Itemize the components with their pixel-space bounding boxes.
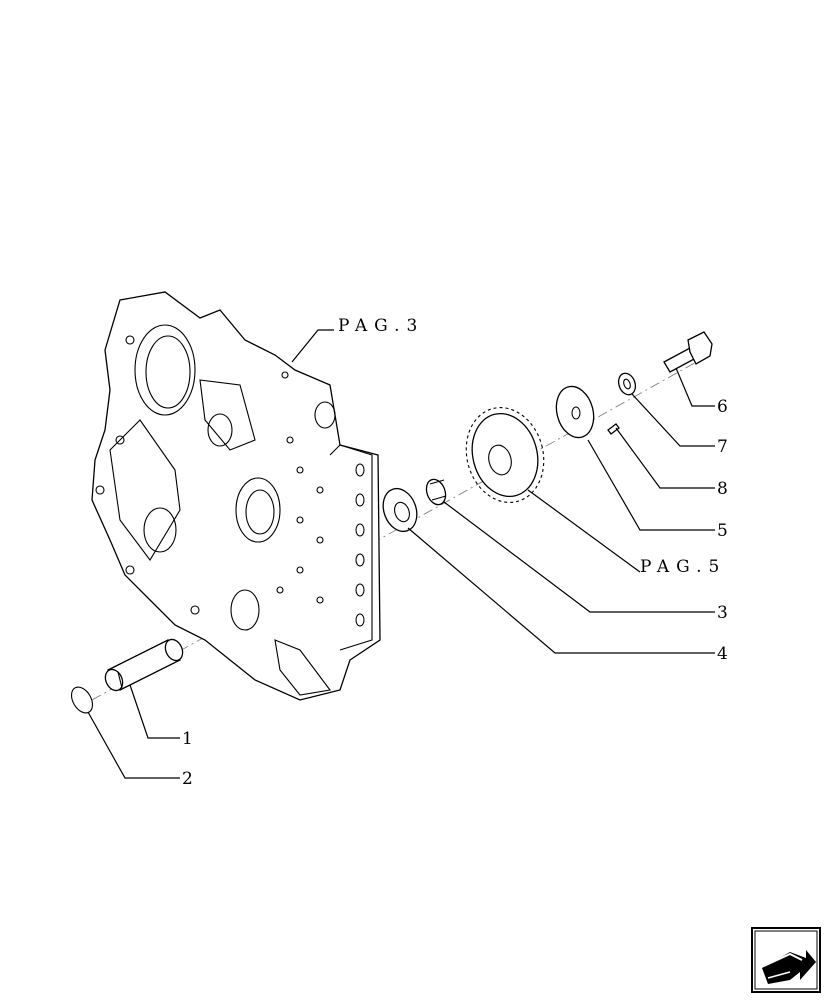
next-page-button[interactable] [751, 927, 821, 993]
part-2-ring [70, 686, 94, 714]
part-1-pin [104, 638, 184, 692]
part-6-bolt [663, 331, 713, 373]
callout-4: 4 [717, 644, 728, 664]
face-holes [95, 335, 324, 615]
housing-cover [91, 291, 381, 701]
callout-1: 1 [182, 729, 193, 749]
callout-3: 3 [717, 603, 728, 623]
page-reference-pag3: PAG.3 [338, 316, 424, 336]
side-bolt-holes [355, 463, 365, 627]
part-4-washer [382, 487, 418, 533]
callout-labels: 1 2 3 4 5 6 7 8 [182, 397, 728, 789]
page-reference-pag5: PAG.5 [640, 557, 726, 577]
callout-5: 5 [717, 521, 728, 541]
callout-2: 2 [182, 769, 193, 789]
callout-7: 7 [717, 437, 728, 457]
callout-6: 6 [717, 397, 728, 417]
part-5-washer [555, 385, 595, 439]
callout-8: 8 [717, 479, 728, 499]
part-8-dowel [607, 423, 620, 435]
gear [465, 407, 545, 503]
part-3-bearing [425, 478, 447, 506]
next-page-arrow-icon [762, 950, 816, 984]
leader-lines [87, 329, 715, 779]
part-7-washer [617, 372, 637, 396]
